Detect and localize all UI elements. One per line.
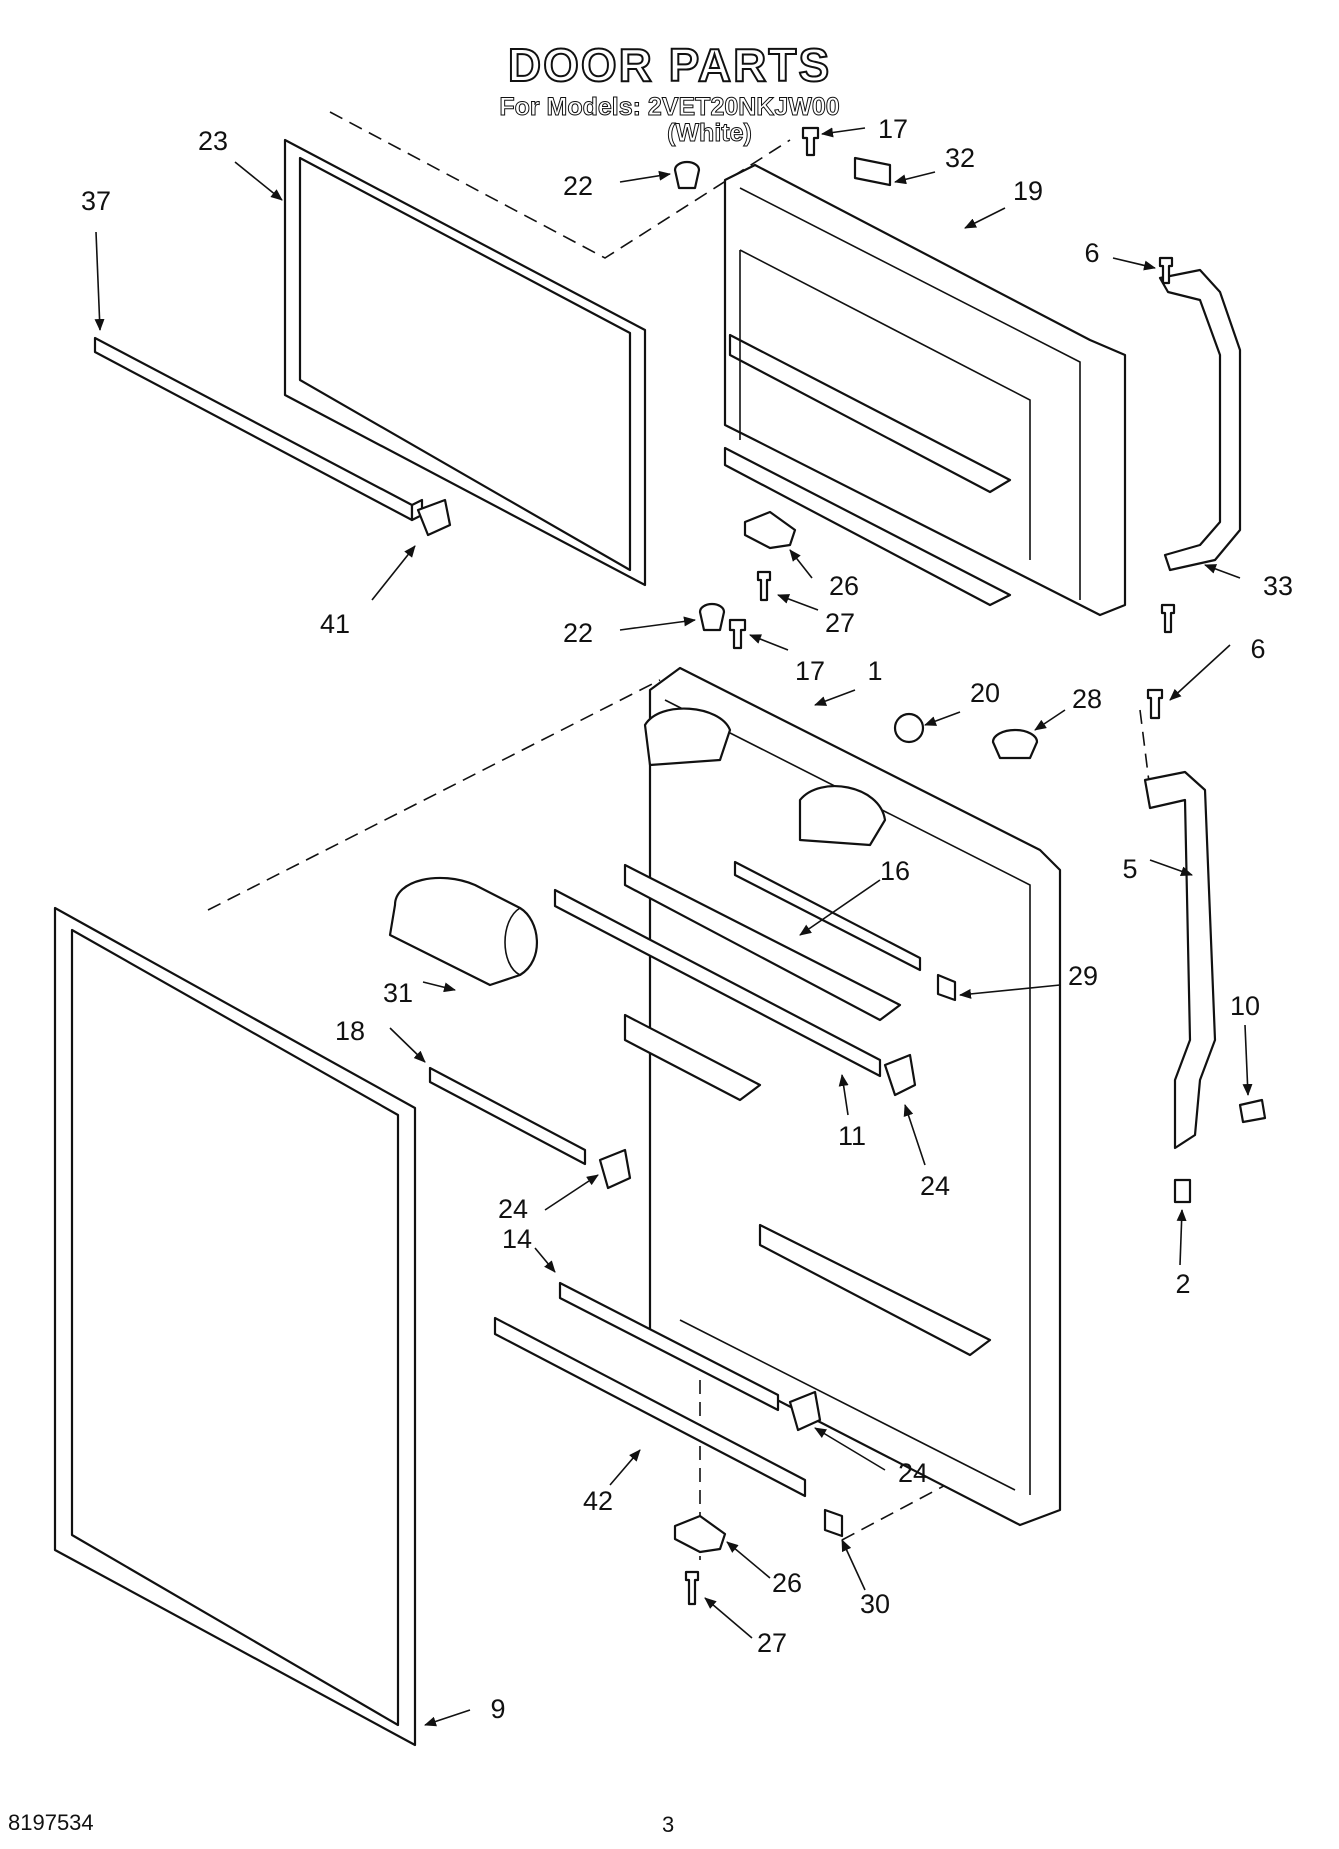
screw-17-mid [728,618,747,650]
callout-label: 22 [563,618,593,648]
callout-label: 17 [795,656,825,686]
cam-20 [893,712,925,744]
dairy-door-31 [388,876,538,987]
callout-label: 27 [825,608,855,638]
callout-label: 33 [1263,571,1293,601]
end-cap-24-left [598,1148,632,1190]
plug-28 [991,728,1039,760]
callout-label: 32 [945,143,975,173]
callout-label: 14 [502,1224,532,1254]
callout-label: 30 [860,1589,890,1619]
callout-label: 26 [829,571,859,601]
screw-17-top [801,126,820,157]
hinge-26-upper [743,510,797,550]
callout-label: 31 [383,978,413,1008]
callout-label: 20 [970,678,1000,708]
alignment-lines [207,111,1151,1560]
freezer-handle [1158,268,1242,572]
page-title: DOOR PARTS [507,38,832,92]
shelf-bar-11 [553,888,882,1078]
callout-label: 37 [81,186,111,216]
callout-label: 6 [1084,238,1099,268]
freezer-door-gasket [283,138,647,587]
shelf-bar-18 [428,1066,587,1166]
color-line: (White) [667,119,753,148]
fresh-food-handle [1143,770,1217,1150]
callout-label: 1 [867,656,882,686]
callout-label: 24 [498,1194,528,1224]
callout-label: 18 [335,1016,365,1046]
callout-label: 17 [878,114,908,144]
screw-10 [1238,1098,1267,1124]
callout-label: 28 [1072,684,1102,714]
callout-label: 29 [1068,961,1098,991]
callout-label: 11 [838,1121,866,1151]
page-number: 3 [662,1812,675,1837]
end-cap-41 [416,498,452,537]
hinge-26-lower [673,1514,727,1554]
models-line: For Models: 2VET20NKJW00 [499,93,840,122]
callout-label: 2 [1175,1269,1190,1299]
screw-6-lower [1160,603,1176,634]
callout-label: 5 [1122,854,1137,884]
plug-22-top [673,160,701,190]
callout-label: 24 [920,1171,950,1201]
clip-2 [1173,1178,1192,1204]
shelf-bar-14 [558,1281,780,1412]
callout-label: 24 [898,1458,928,1488]
end-cap-24-lower [788,1390,822,1432]
screw-6-upper [1158,256,1174,285]
callout-label: 9 [490,1694,505,1724]
clip-30 [823,1508,844,1538]
screw-6-handle [1146,688,1164,720]
callout-label: 27 [757,1628,787,1658]
freezer-door-liner [723,163,1127,617]
callout-label: 10 [1230,991,1260,1021]
callout-label: 16 [880,856,910,886]
callout-label: 6 [1250,634,1265,664]
callout-label: 42 [583,1486,613,1516]
fresh-food-door-gasket [53,906,417,1747]
callout-label: 23 [198,126,228,156]
fresh-food-door-liner [623,666,1062,1527]
callout-label: 41 [320,609,350,639]
callout-labels: 23 37 22 17 32 19 6 41 26 27 33 22 17 1 … [81,114,1293,1724]
document-number: 8197534 [8,1810,94,1835]
end-cap-24-upper [883,1053,917,1097]
callout-label: 22 [563,171,593,201]
leader-arrows [94,127,1253,1727]
clip-29 [936,973,957,1002]
callout-label: 26 [772,1568,802,1598]
shelf-bar-42 [493,1316,807,1498]
screw-27-upper [756,570,772,602]
plug-22-mid [698,602,726,632]
callout-label: 19 [1013,176,1043,206]
label-plate-32 [853,156,892,187]
screw-27-lower [684,1570,700,1606]
